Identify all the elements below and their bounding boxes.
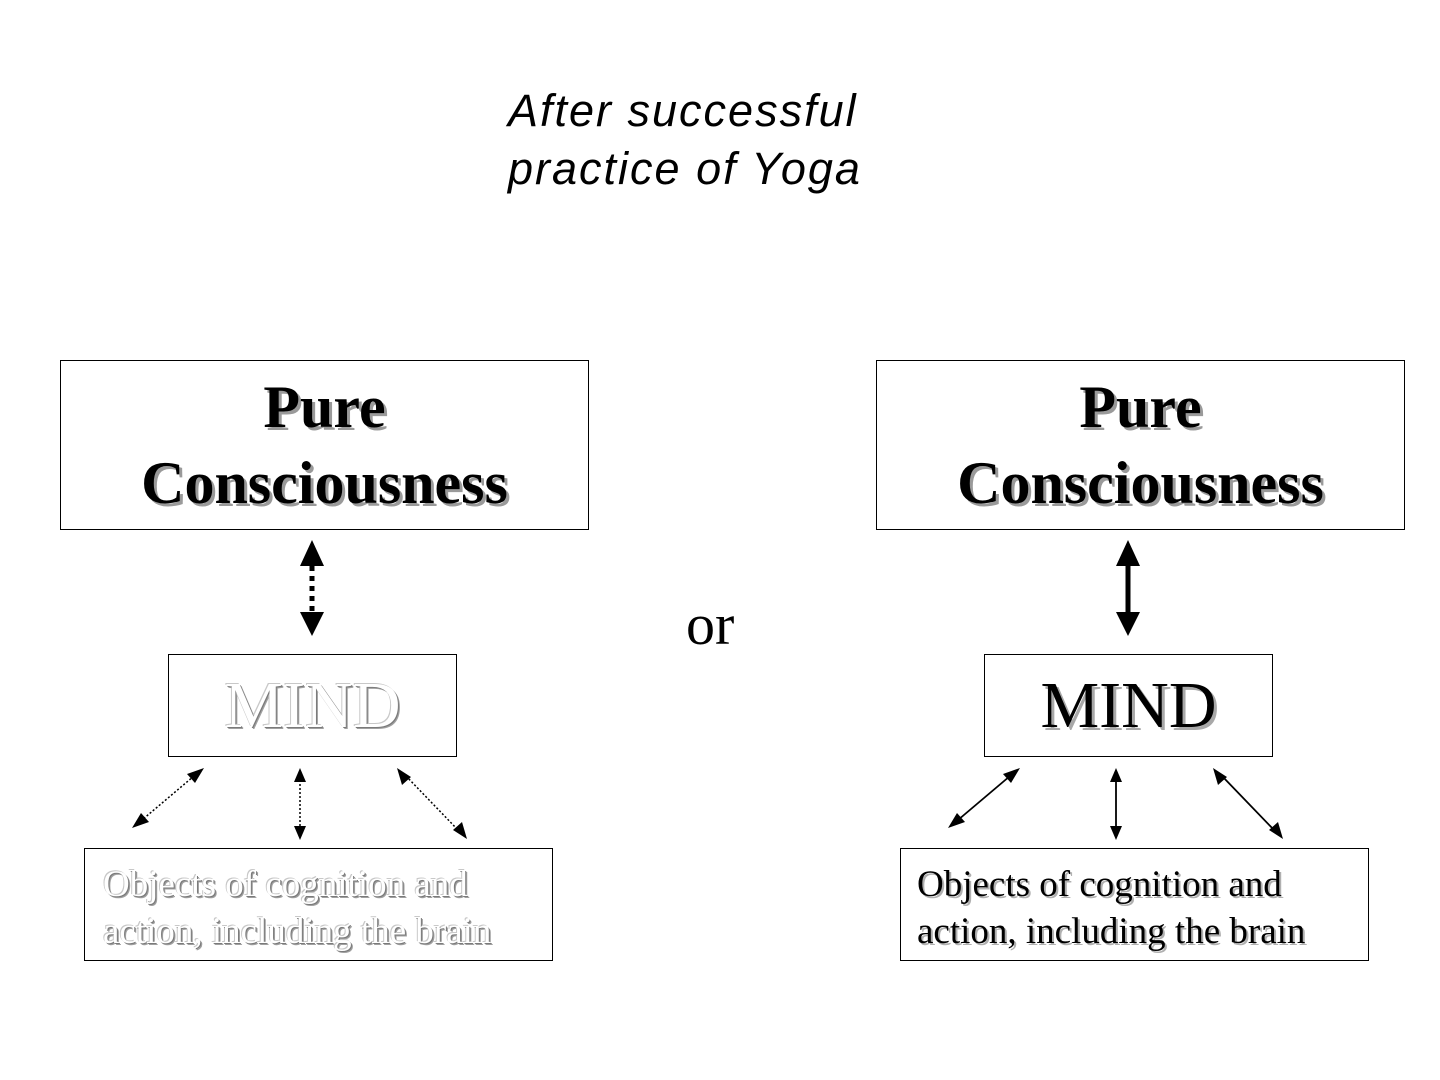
left-mind-box: MIND [168, 654, 457, 757]
left-pc-line-2: Consciousness [141, 450, 508, 516]
left-mind-objects-dotted-arrow-2 [294, 768, 306, 840]
or-separator: or [686, 592, 735, 657]
right-pc-mind-solid-arrow [1116, 540, 1140, 636]
right-mind-objects-solid-arrow-1 [948, 768, 1020, 828]
left-objects-line-1: Objects of cognition and [103, 864, 468, 905]
left-pure-consciousness-box: Pure Consciousness [60, 360, 589, 530]
left-pc-line-1: Pure [263, 374, 386, 440]
right-objects-line-2: action, including the brain [917, 911, 1306, 952]
title-line-1: After successful [508, 85, 858, 136]
left-mind-objects-dotted-arrow-3 [397, 768, 467, 839]
left-pc-mind-dotted-arrow [300, 540, 324, 636]
diagram-title: After successful practice of Yoga [508, 82, 862, 198]
right-mind-objects-solid-arrow-2 [1110, 768, 1122, 840]
right-objects-box: Objects of cognition and action, includi… [900, 848, 1369, 961]
left-objects-line-2: action, including the brain [103, 911, 492, 952]
right-mind-objects-solid-arrow-3 [1213, 768, 1283, 839]
right-objects-line-1: Objects of cognition and [917, 864, 1282, 905]
right-mind-box: MIND [984, 654, 1273, 757]
title-line-2: practice of Yoga [508, 143, 862, 194]
left-mind-label: MIND [224, 668, 401, 742]
right-pc-line-1: Pure [1079, 374, 1202, 440]
right-pc-line-2: Consciousness [957, 450, 1324, 516]
right-pure-consciousness-box: Pure Consciousness [876, 360, 1405, 530]
right-mind-label: MIND [1040, 668, 1217, 742]
left-mind-objects-dotted-arrow-1 [132, 768, 204, 828]
left-objects-box: Objects of cognition and action, includi… [84, 848, 553, 961]
